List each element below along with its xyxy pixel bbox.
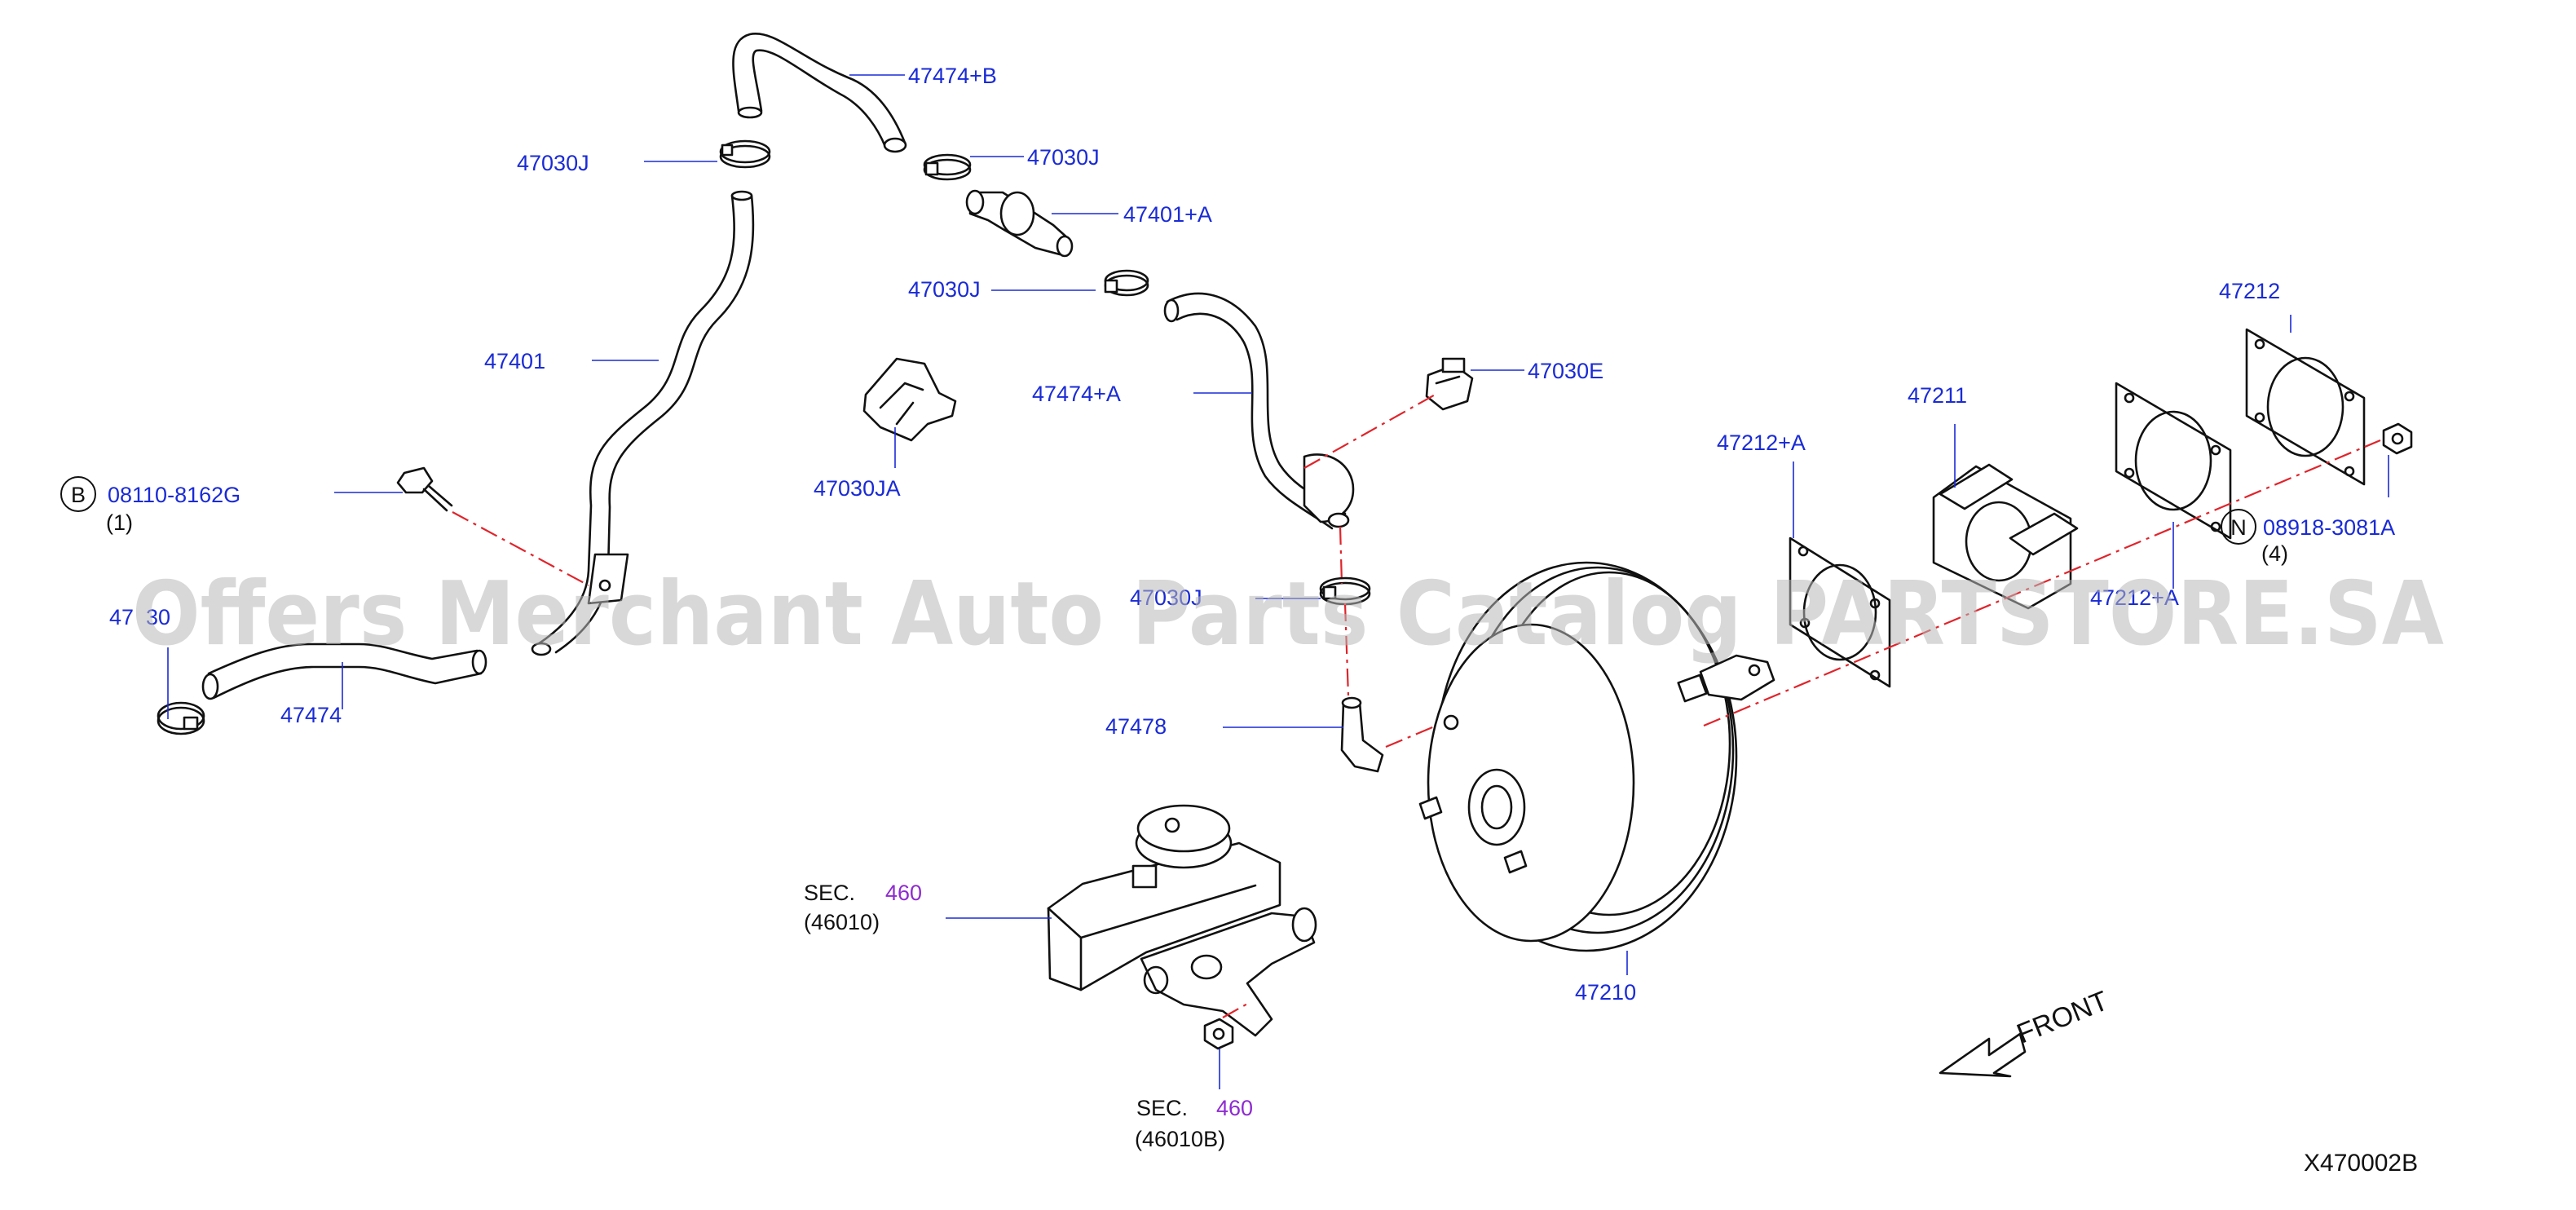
label-sec-b-ref: (46010B)	[1135, 1127, 1225, 1151]
label-47474-a: 47474+A	[1032, 382, 1121, 406]
callout-n-circle	[2221, 509, 2256, 545]
label-08918-3081a: 08918-3081A	[2263, 515, 2395, 540]
label-47210: 47210	[1575, 980, 1636, 1005]
front-arrow-icon	[1939, 1032, 2027, 1078]
callout-n-letter: N	[2230, 515, 2247, 540]
label-47212: 47212	[2219, 279, 2280, 303]
label-sec-a: SEC.	[804, 881, 855, 905]
label-47030e: 47030E	[1528, 359, 1603, 383]
gasket-47212	[2245, 328, 2366, 486]
label-47474-b: 47474+B	[908, 64, 997, 88]
elbow-47478	[1340, 696, 1384, 773]
hose-47474-b	[732, 33, 907, 153]
nut-46010b	[1203, 1018, 1234, 1050]
bolt-08110-8162g	[396, 466, 453, 512]
label-sec-b: SEC.	[1136, 1096, 1188, 1120]
label-front: FRONT	[2013, 985, 2113, 1049]
clamp-47030j-mid	[1104, 269, 1149, 297]
label-sec-a-num: 460	[885, 881, 922, 905]
brake-booster-47210	[1418, 561, 1775, 952]
label-47212-a: 47212+A	[1717, 431, 1806, 455]
label-08110-qty: (1)	[106, 510, 133, 535]
leader-lines	[167, 74, 2389, 1089]
check-valve-47401-a	[965, 189, 1074, 258]
clamp-47030-left	[157, 701, 205, 735]
label-47474: 47474	[280, 703, 342, 727]
label-47401-a: 47401+A	[1123, 202, 1212, 227]
label-47478: 47478	[1105, 714, 1167, 739]
master-cylinder-46010	[1047, 804, 1317, 1037]
callout-b-letter: B	[71, 483, 86, 507]
clamp-47030j-lower	[1319, 576, 1371, 606]
part-labels: 47474+B 47030J 47030J 47401+A 47030J 474…	[106, 64, 2418, 1177]
pipe-47401	[531, 190, 755, 656]
callout-b-circle	[60, 476, 96, 512]
label-47211: 47211	[1908, 383, 1967, 408]
label-47030ja: 47030JA	[814, 476, 901, 501]
label-47030j-lower: 47030J	[1130, 585, 1202, 610]
gasket-47212-a-right	[2115, 382, 2232, 540]
label-47030j-mid: 47030J	[908, 277, 981, 302]
label-08110-8162g: 08110-8162G	[108, 483, 240, 507]
phantom-lines	[452, 392, 2381, 1018]
label-47401: 47401	[484, 349, 545, 373]
label-sec-b-num: 460	[1216, 1096, 1253, 1120]
clamp-47030j-upper-right	[923, 153, 972, 181]
hose-47474	[201, 643, 487, 700]
watermark-text: Offers Merchant Auto Parts Catalog PARTS…	[132, 563, 2444, 665]
bracket-47030ja	[862, 357, 957, 442]
hose-47474-a	[1163, 292, 1355, 530]
label-47212-a-right: 47212+A	[2090, 585, 2179, 610]
nut-08918-3081a	[2382, 422, 2413, 455]
connector-47030e	[1425, 357, 1474, 411]
diagram-code: X470002B	[2304, 1150, 2418, 1177]
spacer-47211	[1932, 463, 2079, 610]
label-47030j-upper-right: 47030J	[1027, 145, 1100, 170]
label-08918-qty: (4)	[2261, 541, 2288, 566]
label-47030j-upper-left: 47030J	[517, 151, 589, 175]
label-47030-left: 47 30	[109, 605, 170, 629]
label-sec-a-ref: (46010)	[804, 910, 880, 934]
gasket-47212-a	[1789, 537, 1891, 688]
clamp-47030j-upper-left	[719, 139, 771, 169]
